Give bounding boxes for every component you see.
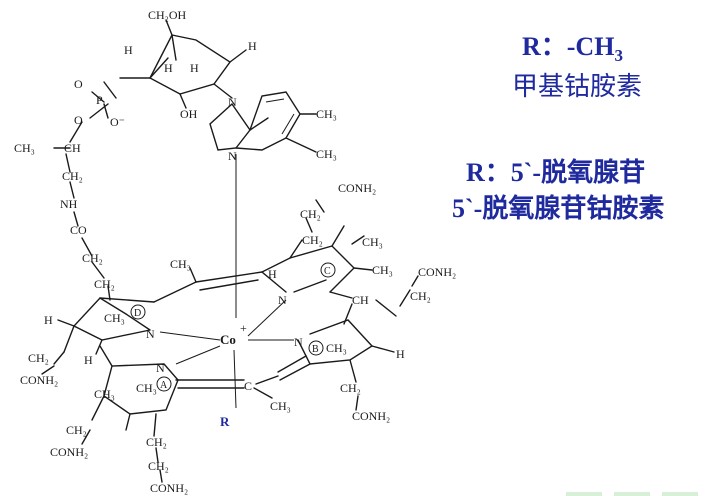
methyl-benz-1-label: CH₃ bbox=[316, 107, 337, 121]
ch3-meso-low-label: CH₃ bbox=[270, 399, 291, 413]
methylcobalamin-label: 甲基钴胺素 bbox=[512, 72, 643, 101]
conh2-c-top-label: CONH₂ bbox=[338, 181, 376, 195]
h-sugar-right-label: H bbox=[248, 39, 257, 53]
ring-d-label: D bbox=[134, 308, 141, 319]
h-sugar-mid1-label: H bbox=[164, 61, 173, 75]
ch2-right-label: CH₂ bbox=[410, 289, 431, 303]
conh2-right-label: CONH₂ bbox=[418, 265, 456, 279]
h-sugar-left-label: H bbox=[124, 43, 133, 57]
top-meso-bridge bbox=[153, 267, 263, 303]
h-c-label: H bbox=[268, 267, 277, 281]
left-lower-chain bbox=[41, 351, 65, 375]
decorative-strip-2 bbox=[614, 492, 650, 496]
o-phosphate-bottom-label: O bbox=[74, 113, 83, 127]
h-d-left-label: H bbox=[44, 313, 53, 327]
co-chain-label: CO bbox=[70, 223, 87, 237]
ch2-left-label: CH₂ bbox=[28, 351, 49, 365]
cobalt-coordination bbox=[159, 299, 294, 409]
co-charge-label: + bbox=[240, 321, 247, 335]
ch2-c-top1-label: CH₂ bbox=[300, 207, 321, 221]
ch3-d-label: CH₃ bbox=[104, 311, 125, 325]
conh2-a-left-label: CONH₂ bbox=[50, 445, 88, 459]
ch3-top-meso-label: CH₃ bbox=[170, 257, 191, 271]
ch3-chain-label: CH₃ bbox=[14, 141, 35, 155]
ch2-chain-label: CH₂ bbox=[62, 169, 83, 183]
ch-meso-right-label: CH bbox=[352, 293, 369, 307]
h-sugar-mid2-label: H bbox=[190, 61, 199, 75]
ch3-c1-label: CH₃ bbox=[362, 235, 383, 249]
ch2-chain2-label: CH₂ bbox=[82, 251, 103, 265]
ring-b-label: B bbox=[312, 344, 319, 355]
methyl-formula: R：-CH3 bbox=[522, 26, 623, 66]
n-imidazole-bottom-label: N bbox=[228, 149, 237, 163]
lower-meso-bridge bbox=[175, 375, 279, 399]
h-a-label: H bbox=[84, 353, 93, 367]
adenosyl-formula: R：5`-脱氧腺苷 bbox=[466, 158, 646, 187]
ch3-a1-label: CH₃ bbox=[94, 387, 115, 401]
o-phosphate-top-label: O bbox=[74, 77, 83, 91]
ch3-c2-label: CH₃ bbox=[372, 263, 393, 277]
ch2-b-left-label: CH₂ bbox=[340, 381, 361, 395]
decorative-strip-1 bbox=[566, 492, 602, 496]
ch3-b-label: CH₃ bbox=[326, 341, 347, 355]
ring-a-marker bbox=[156, 376, 172, 392]
ch2-a-down2-label: CH₂ bbox=[148, 459, 169, 473]
methyl-formula-prefix: R：-CH bbox=[522, 32, 615, 61]
ribose-ring bbox=[119, 19, 247, 109]
ch3-a2-label: CH₃ bbox=[136, 381, 157, 395]
adenosylcobalamin-label: 5`-脱氧腺苷钴胺素 bbox=[452, 194, 665, 223]
conh2-a-bottom-label: CONH₂ bbox=[150, 481, 188, 495]
ring-c-label: C bbox=[324, 266, 331, 277]
ch2-a-down1-label: CH₂ bbox=[146, 435, 167, 449]
conh2-b-label: CONH₂ bbox=[352, 409, 390, 423]
n-imidazole-top-label: N bbox=[228, 95, 237, 109]
oh-sugar-label: OH bbox=[180, 107, 198, 121]
conh2-left-label: CONH₂ bbox=[20, 373, 58, 387]
co-center-label: Co bbox=[220, 332, 236, 347]
n-b-label: N bbox=[294, 335, 303, 349]
benzimidazole bbox=[209, 91, 317, 318]
ring-a-label: A bbox=[160, 380, 168, 391]
n-a-label: N bbox=[156, 361, 165, 375]
ch2oh-top-label: CH₂OH bbox=[148, 8, 187, 22]
ring-c bbox=[260, 199, 373, 299]
methyl-formula-subscript: 3 bbox=[614, 46, 623, 66]
decorative-strip-3 bbox=[662, 492, 698, 496]
phosphate-group bbox=[69, 81, 117, 143]
ch2-a-left-label: CH₂ bbox=[66, 423, 87, 437]
ring-d-marker bbox=[130, 304, 146, 320]
ch2-chain3-label: CH₂ bbox=[94, 277, 115, 291]
ring-b-marker bbox=[308, 340, 324, 356]
p-phosphate-label: P bbox=[96, 93, 103, 107]
n-c-label: N bbox=[278, 293, 287, 307]
ch2-c-top2-label: CH₂ bbox=[302, 233, 323, 247]
ring-a bbox=[81, 345, 179, 483]
n-d-label: N bbox=[146, 327, 155, 341]
r-axial-label: R bbox=[220, 414, 230, 429]
linker-chain bbox=[53, 147, 111, 301]
c-meso-label: C bbox=[244, 379, 252, 393]
nh-chain-label: NH bbox=[60, 197, 78, 211]
methyl-benz-2-label: CH₃ bbox=[316, 147, 337, 161]
ring-c-marker bbox=[320, 262, 336, 278]
ring-d bbox=[57, 297, 155, 355]
ring-b bbox=[277, 319, 395, 411]
h-b-label: H bbox=[396, 347, 405, 361]
ch-chain-label: CH bbox=[64, 141, 81, 155]
o-phosphate-minus-label: O⁻ bbox=[110, 115, 125, 129]
